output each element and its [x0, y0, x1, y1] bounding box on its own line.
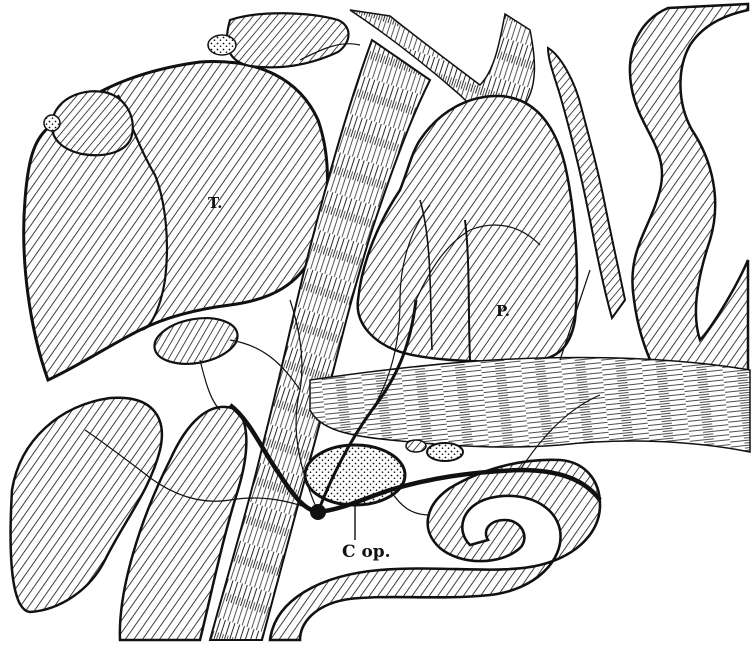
- label-c-op: C op.: [342, 542, 391, 562]
- label-t: T.: [208, 194, 222, 212]
- top-lobe: [227, 13, 349, 67]
- small-bulb-top-left: [52, 91, 133, 155]
- dotted-nodule-left: [44, 115, 60, 131]
- optic-chiasma-oval: [305, 445, 405, 505]
- small-node-right: [427, 443, 463, 461]
- dotted-nodule-top: [208, 35, 236, 55]
- label-p: P.: [496, 302, 510, 320]
- right-serpentine-band: [630, 4, 748, 413]
- tiny-node: [406, 440, 426, 452]
